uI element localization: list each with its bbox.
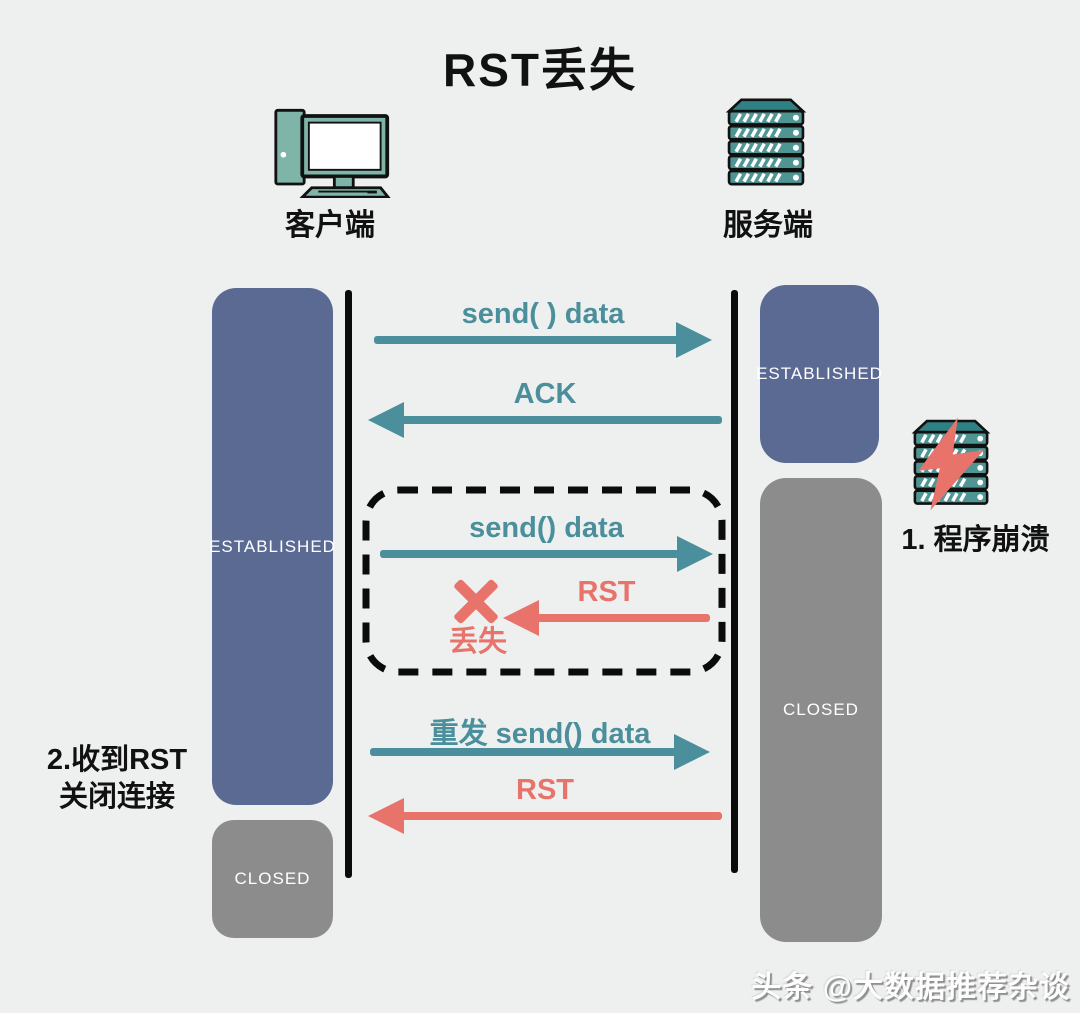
msg-send-data-2: send() data [380,512,713,584]
server-rack-icon [722,96,810,188]
arrow-left-icon [368,798,404,834]
watermark: 头条 @大数据推荐杂谈 [751,971,1070,1004]
msg-resend-data-label: 重发 send() data [429,718,651,750]
lost-region-dashed-box [362,486,726,676]
server-label: 服务端 [723,209,813,242]
rst-close-note: 2.收到RST 关闭连接 [22,742,212,816]
server-closed-bar: CLOSED [760,478,882,942]
server-closed-label: CLOSED [783,700,859,719]
client-closed-box: CLOSED [212,820,333,938]
arrow-right-icon [676,322,712,358]
msg-send-data-1-label: send( ) data [461,298,625,330]
arrow-shaft [398,812,722,820]
client-established-bar: ESTABLISHED [209,288,336,805]
server-lifeline [731,290,738,873]
client-lifeline [345,290,352,878]
client-label: 客户端 [285,209,375,242]
msg-ack-label: ACK [513,378,577,410]
msg-resend-data: 重发 send() data [370,710,710,782]
msg-send-data-1: send( ) data [374,298,712,370]
rst-close-note-line1: 2.收到RST [46,744,188,776]
msg-rst-lost: RST [503,576,710,648]
desktop-computer-icon [273,102,391,198]
client-closed-label: CLOSED [234,869,311,888]
crash-note: 1. 程序崩溃 [901,524,1050,556]
arrow-left-icon [368,402,404,438]
diagram-title: RST丢失 [443,44,637,96]
msg-send-data-2-label: send() data [469,512,624,544]
server-established-label: ESTABLISHED [756,364,883,383]
arrow-shaft [374,336,682,344]
msg-rst-final-label: RST [516,774,574,806]
arrow-shaft [398,416,722,424]
rst-close-note-line2: 关闭连接 [58,781,175,813]
arrow-shaft [380,550,683,558]
arrow-shaft [533,614,710,622]
arrow-right-icon [677,536,713,572]
msg-ack: ACK [368,378,722,450]
client-established-label: ESTABLISHED [209,536,336,556]
arrow-left-icon [503,600,539,636]
arrow-right-icon [674,734,710,770]
arrow-shaft [370,748,680,756]
server-established-box: ESTABLISHED [756,285,882,463]
crashed-server-icon [908,416,994,512]
msg-rst-lost-label: RST [577,576,636,608]
msg-rst-final: RST [368,774,722,846]
lost-label: 丢失 [448,626,507,658]
